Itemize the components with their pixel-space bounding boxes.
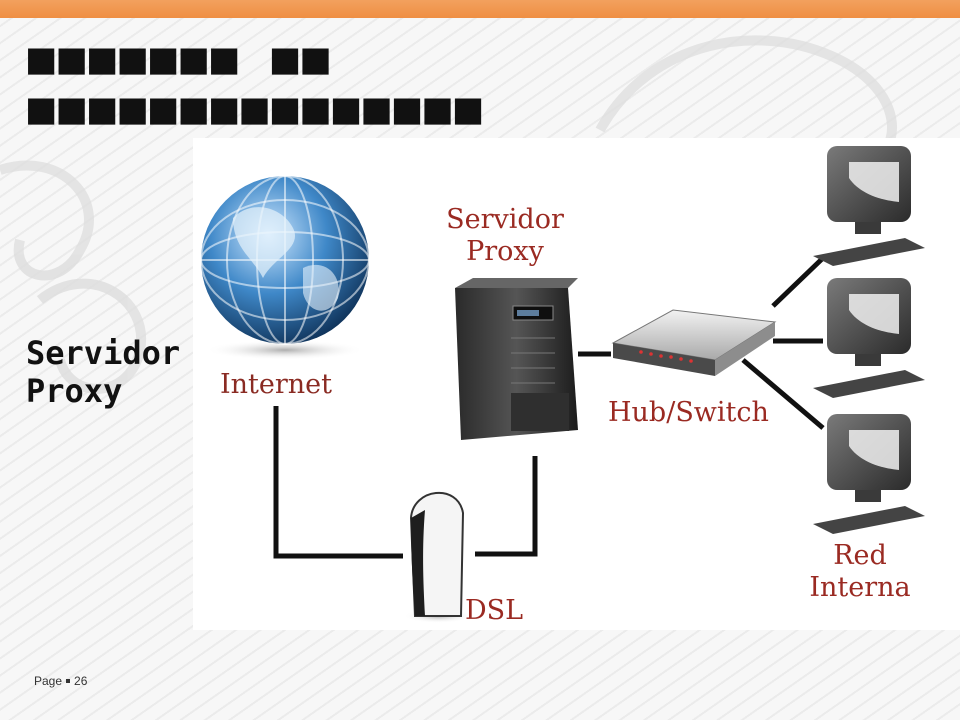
bullet-icon xyxy=(66,679,71,683)
line-hub-pc1 xyxy=(771,256,825,308)
internet-label: Internet xyxy=(220,369,333,400)
slide-title: ■■■■■■■ ■■ ■■■■■■■■■■■■■■■ xyxy=(28,34,485,134)
slide-title-line-1: ■■■■■■■ ■■ xyxy=(28,33,333,84)
top-accent-bar xyxy=(0,0,960,18)
proxy-server-icon xyxy=(455,278,578,440)
slide-title-line-2: ■■■■■■■■■■■■■■■ xyxy=(28,83,486,134)
hub-switch-label: Hub/Switch xyxy=(608,397,769,428)
line-dsl-proxy xyxy=(475,456,538,557)
globe-icon xyxy=(200,175,370,360)
connection-lines xyxy=(273,256,825,559)
internal-network-label: Red Interna xyxy=(809,540,911,603)
side-caption: Servidor Proxy xyxy=(26,334,180,410)
side-caption-line-2: Proxy xyxy=(26,372,123,410)
client-computer-icon-1 xyxy=(813,146,925,266)
page-word: Page xyxy=(34,674,63,688)
proxy-server-label: Servidor Proxy xyxy=(446,204,564,267)
line-hub-pc3 xyxy=(741,358,825,430)
dsl-modem-icon xyxy=(404,491,472,623)
client-computer-icon-3 xyxy=(813,414,925,534)
side-caption-line-1: Servidor xyxy=(26,334,181,372)
dsl-label: DSL xyxy=(465,595,524,626)
page-number: 26 xyxy=(74,674,88,688)
line-internet-dsl xyxy=(273,406,403,559)
page-footer: Page 26 xyxy=(34,674,87,688)
network-diagram: Internet Servidor Proxy Hub/Switch DSL R… xyxy=(193,138,960,630)
client-computer-icon-2 xyxy=(813,278,925,398)
hub-switch-icon xyxy=(611,309,777,376)
